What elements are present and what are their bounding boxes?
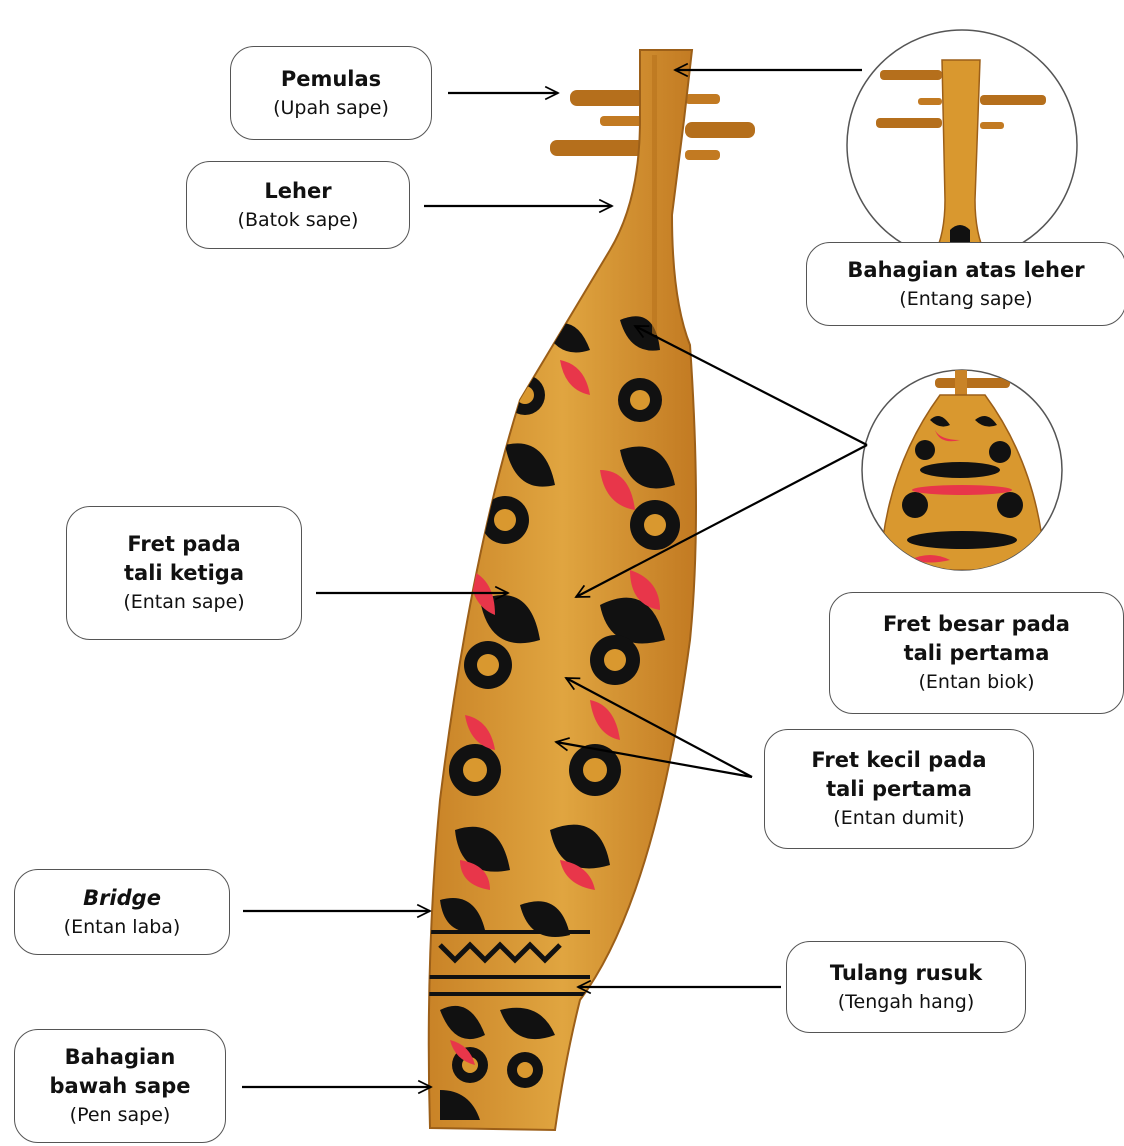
label-pemulas: Pemulas (Upah sape) <box>230 46 432 140</box>
label-fret-kecil: Fret kecil pada tali pertama (Entan dumi… <box>764 729 1034 849</box>
label-title: Bridge <box>83 884 161 913</box>
label-subtitle: (Tengah hang) <box>838 988 975 1016</box>
label-subtitle: (Entan biok) <box>918 668 1034 696</box>
label-bawah-sape: Bahagian bawah sape (Pen sape) <box>14 1029 226 1143</box>
label-subtitle: (Entang sape) <box>899 285 1032 313</box>
label-subtitle: (Upah sape) <box>273 94 389 122</box>
detail-circle-neck <box>847 30 1077 265</box>
label-title-line-1: Fret besar pada <box>883 610 1070 639</box>
label-fret-ketiga: Fret pada tali ketiga (Entan sape) <box>66 506 302 640</box>
label-title-line-1: Fret kecil pada <box>811 746 986 775</box>
label-fret-besar: Fret besar pada tali pertama (Entan biok… <box>829 592 1124 714</box>
label-subtitle: (Entan sape) <box>123 588 244 616</box>
tuning-peg <box>685 122 755 138</box>
label-title: Leher <box>264 177 331 206</box>
label-title-line-2: tali ketiga <box>124 559 244 588</box>
tuning-peg <box>685 150 720 160</box>
label-subtitle: (Batok sape) <box>238 206 359 234</box>
tuning-peg <box>600 116 645 126</box>
label-title: Tulang rusuk <box>830 959 982 988</box>
label-title: Bahagian atas leher <box>847 256 1084 285</box>
tuning-peg <box>685 94 720 104</box>
label-title-line-1: Fret pada <box>127 530 240 559</box>
label-title-line-2: bawah sape <box>50 1072 191 1101</box>
label-title-line-2: tali pertama <box>826 775 972 804</box>
label-title-line-2: tali pertama <box>904 639 1050 668</box>
label-subtitle: (Entan laba) <box>64 913 181 941</box>
label-bridge: Bridge (Entan laba) <box>14 869 230 955</box>
label-leher: Leher (Batok sape) <box>186 161 410 249</box>
label-title-line-1: Bahagian <box>65 1043 176 1072</box>
label-subtitle: (Pen sape) <box>70 1101 171 1129</box>
label-subtitle: (Entan dumit) <box>833 804 964 832</box>
detail-circle-fret <box>862 368 1062 570</box>
label-atas-leher: Bahagian atas leher (Entang sape) <box>806 242 1124 326</box>
label-title: Pemulas <box>281 65 381 94</box>
tuning-peg <box>550 140 645 156</box>
tuning-peg <box>570 90 645 106</box>
label-tulang-rusuk: Tulang rusuk (Tengah hang) <box>786 941 1026 1033</box>
